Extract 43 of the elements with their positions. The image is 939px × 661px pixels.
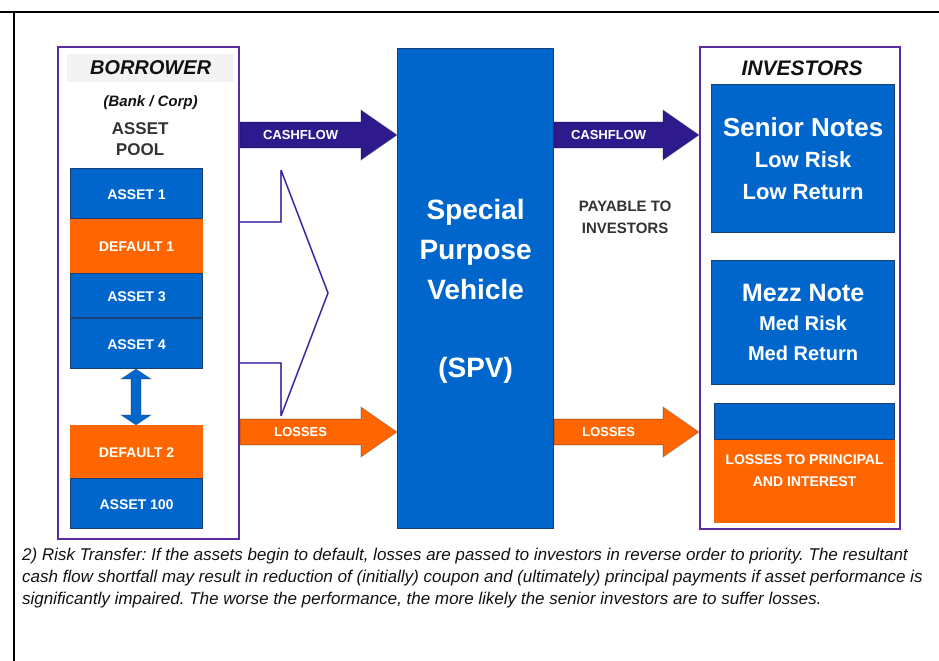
box-label: DEFAULT 1 bbox=[98, 237, 174, 255]
arrow bbox=[240, 109, 398, 161]
box-text: Med Return bbox=[748, 342, 858, 366]
caption: 2) Risk Transfer: If the assets begin to default, losses are passed to investors in reverse order to priority. The resultant cash flow shortfall may result in reduction of (initially) coupon and (ultimately) principal payments if asset performance is significantly impaired. The worse the performance, the more likely the senior investors are to suffer losses. bbox=[22, 544, 924, 610]
asset-block bbox=[70, 273, 203, 318]
box-text: Low Risk bbox=[754, 146, 852, 174]
box-label: ASSET 100 bbox=[100, 494, 174, 512]
box-text: Med Risk bbox=[759, 312, 847, 336]
arrow bbox=[554, 406, 700, 458]
default-block bbox=[70, 425, 203, 478]
heading: ASSET POOL bbox=[110, 118, 170, 160]
asset-block bbox=[70, 478, 203, 529]
note-text: PAYABLE TO INVESTORS bbox=[578, 197, 672, 239]
edge-label: CASHFLOW bbox=[262, 127, 338, 143]
tranche-box bbox=[711, 260, 895, 385]
heading: INVESTORS bbox=[740, 56, 864, 82]
process-box bbox=[397, 48, 554, 529]
box-title: Senior Notes bbox=[722, 110, 884, 144]
default-block bbox=[70, 219, 203, 273]
group-panel bbox=[699, 46, 901, 530]
box-label: ASSET 1 bbox=[107, 184, 166, 202]
group-panel bbox=[57, 46, 240, 540]
box-label: DEFAULT 2 bbox=[98, 442, 174, 460]
box-label: ASSET 4 bbox=[107, 334, 166, 352]
subheading: (Bank / Corp) bbox=[102, 92, 199, 112]
box-label: LOSSES TO PRINCIPAL AND INTEREST bbox=[724, 450, 884, 491]
tranche-box bbox=[711, 84, 895, 233]
asset-block bbox=[70, 168, 203, 219]
asset-block bbox=[70, 318, 203, 369]
edge-label: CASHFLOW bbox=[570, 127, 646, 143]
box-label: ASSET 3 bbox=[107, 286, 166, 304]
edge-label: LOSSES bbox=[274, 424, 327, 440]
heading: BORROWER bbox=[67, 54, 234, 82]
box-text: Low Return bbox=[742, 178, 864, 206]
arrow bbox=[554, 109, 700, 161]
arrow bbox=[240, 406, 398, 458]
arrow bbox=[119, 368, 153, 426]
box-title: Special Purpose Vehicle bbox=[418, 192, 533, 306]
loss-block bbox=[714, 440, 895, 523]
edge-label: LOSSES bbox=[582, 424, 635, 440]
box-title: (SPV) bbox=[438, 350, 513, 385]
box-title: Mezz Note bbox=[742, 278, 864, 308]
blank-block bbox=[714, 403, 895, 440]
